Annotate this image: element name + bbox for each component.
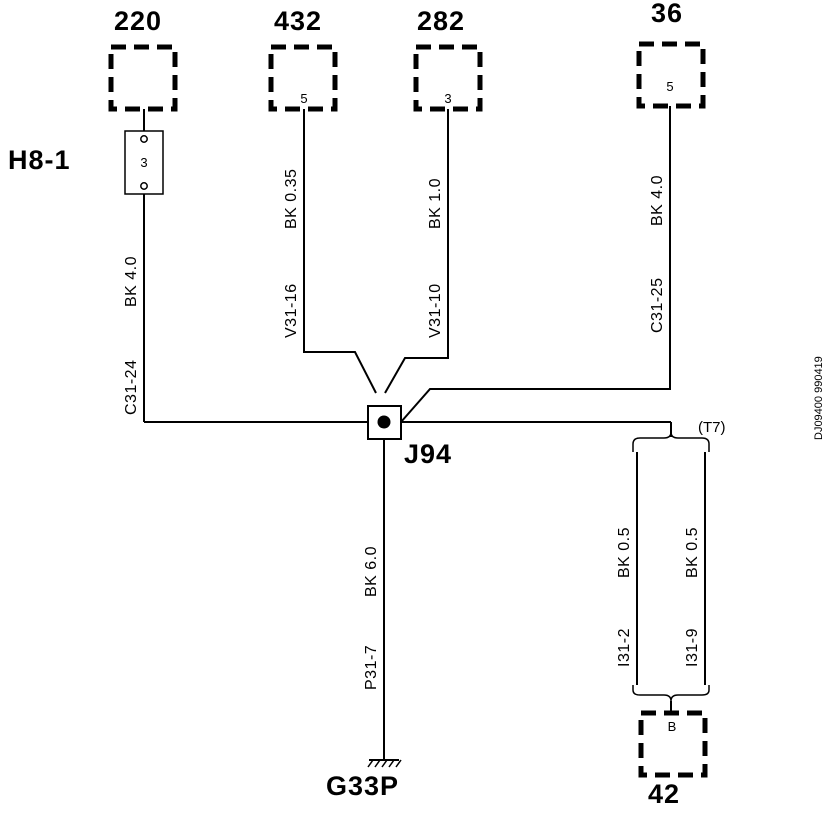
connector-h8-label: H8-1: [8, 145, 71, 175]
wire-v31-16-circuit: V31-16: [283, 283, 300, 338]
drawing-id: DJ09400 990419: [813, 356, 825, 440]
wire-i31-2-spec: BK 0.5: [616, 527, 633, 578]
splice-j94-dot: [377, 415, 391, 429]
ground-hatch-4: [388, 759, 395, 768]
component-42-pin: B: [668, 719, 677, 734]
wire-c31-25: [400, 106, 671, 423]
wire-c31-24-circuit: C31-24: [123, 360, 140, 415]
wire-p31-7-circuit: P31-7: [363, 645, 380, 690]
component-282-box: [413, 44, 483, 112]
wire-v31-10: [384, 109, 449, 394]
wire-i31-2-circuit: I31-2: [616, 628, 633, 667]
ground-hatch-2: [374, 759, 381, 768]
component-36-box: [636, 41, 706, 109]
ground-hatch-1: [367, 759, 374, 768]
wire-v31-16-spec: BK 0.35: [283, 169, 300, 229]
wire-i31-9-circuit: I31-9: [684, 628, 701, 667]
component-432-box: [268, 44, 338, 112]
component-36-number: 36: [651, 0, 683, 28]
twisted-pair-top-bracket: [632, 431, 710, 452]
component-282-number: 282: [417, 6, 465, 36]
wire-c31-24-spec: BK 4.0: [123, 256, 140, 307]
component-42-box: [638, 710, 708, 778]
ground-g33p-label: G33P: [326, 771, 399, 801]
connector-h8-bottom-terminal: [140, 182, 148, 190]
ground-hatch-5: [395, 759, 402, 768]
component-432-pin: 5: [300, 91, 307, 106]
wire-c31-25-circuit: C31-25: [649, 278, 666, 333]
wire-i31-9-spec: BK 0.5: [684, 527, 701, 578]
wire-p31-7-spec: BK 6.0: [363, 546, 380, 597]
wire-v31-10-spec: BK 1.0: [427, 178, 444, 229]
component-42-number: 42: [648, 779, 680, 809]
splice-j94-label: J94: [404, 439, 452, 469]
twisted-pair-label: (T7): [698, 419, 726, 436]
wire-c31-25-spec: BK 4.0: [649, 175, 666, 226]
component-432-number: 432: [274, 6, 322, 36]
ground-hatch-3: [381, 759, 388, 768]
connector-h8-top-terminal: [140, 135, 148, 143]
component-282-pin: 3: [444, 91, 451, 106]
component-220-number: 220: [114, 6, 162, 36]
twisted-pair-bottom-bracket: [632, 685, 710, 702]
component-36-pin: 5: [666, 79, 673, 94]
wire-v31-16: [303, 109, 377, 394]
connector-h8-pin: 3: [140, 155, 147, 170]
wire-v31-10-circuit: V31-10: [427, 283, 444, 338]
component-220-box: [108, 44, 178, 112]
